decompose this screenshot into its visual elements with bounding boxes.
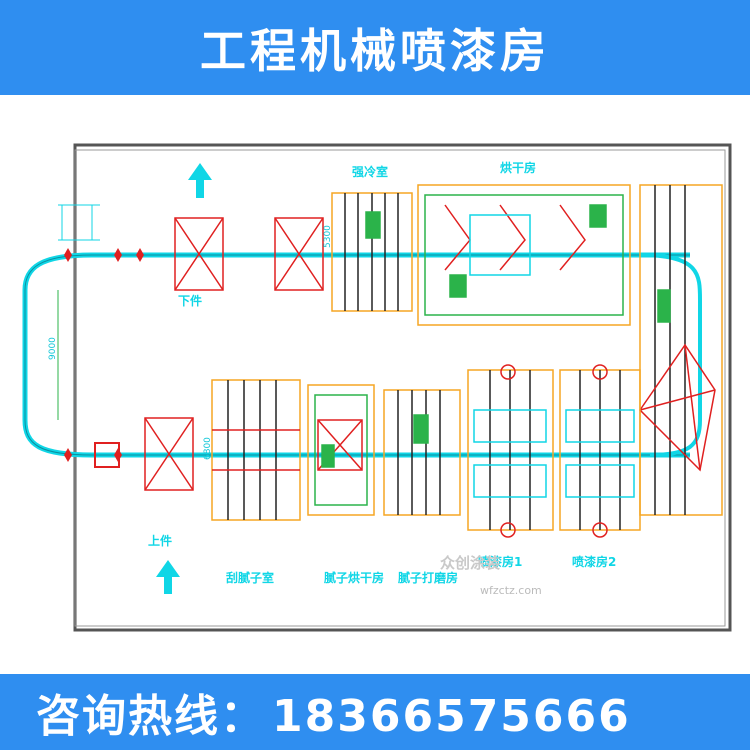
watermark-logo: 众创涂装	[440, 554, 501, 572]
dim-label-9000: 9000	[48, 337, 58, 360]
label-drying-room: 烘干房	[500, 160, 536, 175]
load-up-arrow	[156, 560, 180, 594]
unload-up-arrow	[188, 163, 212, 198]
title-banner: 工程机械喷漆房	[0, 0, 750, 95]
floor-plan-svg: 9000 5300	[22, 143, 732, 632]
dim-label-6800: 6800	[203, 437, 213, 460]
hotline-label: 咨询热线：	[36, 691, 266, 742]
label-spray-1: 喷漆房1	[478, 554, 522, 569]
hotline-phone: 18366575666	[272, 691, 631, 742]
layout-diagram: 9000 5300	[0, 95, 750, 674]
load-station	[144, 417, 194, 491]
putty-prep-room	[211, 379, 301, 521]
spray-booth-1	[467, 364, 554, 538]
page-title: 工程机械喷漆房	[200, 23, 550, 78]
building-outline	[73, 143, 732, 632]
label-unload: 下件	[178, 293, 202, 308]
putty-sand-room	[383, 389, 461, 516]
unload-station	[174, 217, 324, 291]
label-putty-dry: 腻子烘干房	[324, 570, 384, 585]
label-putty-prep: 刮腻子室	[226, 570, 274, 585]
watermark-url: wfzctz.com	[480, 584, 542, 597]
drying-room	[417, 184, 631, 326]
load-station-marker	[94, 442, 120, 468]
hotline: 咨询热线：18366575666	[36, 680, 631, 744]
label-putty-sand: 腻子打磨房	[398, 570, 458, 585]
left-marker	[58, 204, 100, 241]
putty-dry-room	[307, 384, 375, 516]
hotline-banner: 咨询热线：18366575666	[0, 674, 750, 750]
dim-label-5300: 5300	[323, 225, 333, 248]
label-load: 上件	[148, 533, 172, 548]
cooling-room	[331, 192, 413, 312]
label-spray-2: 喷漆房2	[572, 554, 616, 569]
transfer-area	[639, 184, 723, 516]
spray-booth-2	[559, 364, 641, 538]
conveyor-markers	[64, 248, 144, 462]
label-cooling-room: 强冷室	[352, 164, 388, 179]
